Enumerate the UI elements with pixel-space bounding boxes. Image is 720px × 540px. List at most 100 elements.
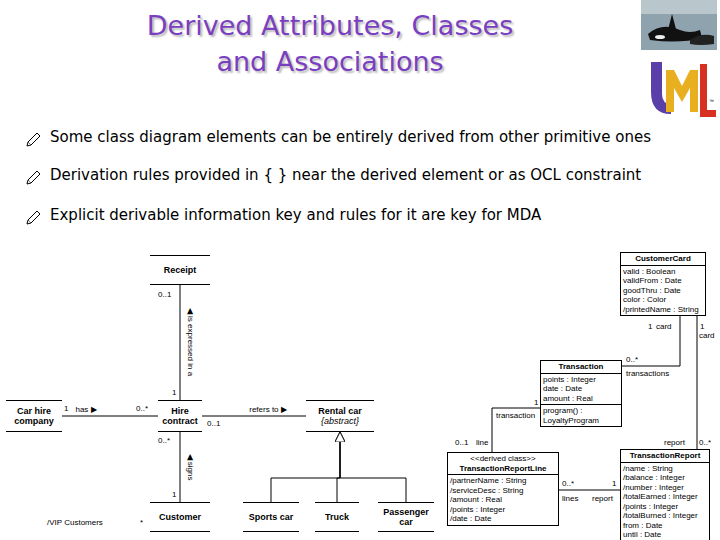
class-member: goodThru : Date	[623, 286, 703, 296]
multiplicity: 0..*	[562, 479, 574, 488]
class-member: program() : LoyaltyProgram	[543, 406, 619, 425]
class-member: {abstract}	[318, 416, 362, 426]
class-member: color : Color	[623, 295, 703, 305]
class-member: date : Date	[543, 384, 619, 394]
class-member: /partnerName : String	[450, 476, 556, 486]
multiplicity: 1	[648, 322, 652, 331]
bullet-icons	[27, 133, 40, 224]
role-name: card	[656, 322, 672, 331]
derived-class-box: <<derived class>>TransactionReportLine/p…	[447, 452, 559, 526]
generalization-line	[271, 432, 340, 502]
class-member: TransactionReportLine	[450, 464, 556, 474]
class-name: Car hire company	[6, 406, 62, 426]
bullet-text: Derivation rules provided in { } near th…	[50, 165, 690, 185]
association-line	[697, 316, 698, 449]
uml-logo	[651, 62, 716, 117]
class-compartment: Transaction	[541, 361, 621, 374]
class-name: Rental car	[318, 406, 362, 416]
class-member: /number : Integer	[623, 483, 707, 493]
class-name: Receipt	[164, 265, 197, 275]
class-member: /balance : Integer	[623, 473, 707, 483]
class-name: Hire contract	[158, 406, 202, 426]
class-box: CustomerCard valid : BooleanvalidFrom : D…	[620, 252, 706, 316]
class-box: Car hire company	[6, 400, 62, 432]
role-name: line	[476, 438, 488, 447]
class-member: amount : Real	[543, 394, 619, 404]
class-member: until : Date	[623, 530, 707, 540]
bullet-text: Explicit derivable information key and r…	[50, 205, 690, 225]
role-name: report	[664, 438, 685, 447]
multiplicity: 0..1	[158, 290, 171, 299]
class-compartment: points : Integerdate : Dateamount : Real	[541, 374, 621, 406]
association-line	[180, 432, 181, 502]
class-compartment: /partnerName : String/serviceDesc : Stri…	[448, 475, 558, 525]
class-member: points : Integer	[543, 375, 619, 385]
class-member: /amount : Real	[450, 495, 556, 505]
multiplicity: 0..1	[455, 438, 468, 447]
class-box: Truck	[315, 502, 359, 532]
class-member: validFrom : Date	[623, 276, 703, 286]
role-name: transaction	[496, 411, 535, 420]
class-member: /date : Date	[450, 514, 556, 524]
role-name: report	[592, 494, 613, 503]
class-box: Transaction points : Integerdate : Dateam…	[540, 360, 622, 427]
class-member: from : Date	[623, 521, 707, 531]
multiplicity: 0..*	[699, 438, 711, 447]
class-name: Transaction	[543, 362, 619, 372]
class-compartment: CustomerCard	[621, 253, 705, 266]
role-name: card	[699, 331, 715, 340]
class-box: Passenger car	[378, 502, 434, 532]
association-line	[202, 416, 306, 417]
class-compartment: Customer	[159, 512, 201, 522]
association-line	[559, 490, 620, 491]
association-name: ◀ is expressed in a	[186, 308, 195, 376]
derived-association-name: /VIP Customers	[47, 518, 103, 527]
orca-photo	[641, 0, 717, 50]
class-member: /points : Integer	[623, 502, 707, 512]
class-box: Sports car	[243, 502, 299, 532]
association-name: has ▶	[75, 405, 96, 414]
class-name: <<derived class>>	[450, 454, 556, 464]
class-member: /name : String	[623, 464, 707, 474]
class-compartment: TransactionReport	[621, 450, 709, 463]
class-compartment: Truck	[325, 512, 349, 522]
association-name: ◀ signs	[186, 454, 195, 481]
class-name: Truck	[325, 512, 349, 522]
association-line	[492, 408, 540, 452]
multiplicity: 0..1	[207, 419, 220, 428]
class-compartment: Hire contract	[158, 406, 202, 426]
class-box: TransactionReport/name : String/balance …	[620, 449, 710, 540]
class-member: /totalEarned : Integer	[623, 492, 707, 502]
class-box: Receipt	[150, 255, 210, 285]
role-name: lines	[562, 494, 578, 503]
association-name: refers to ▶	[249, 405, 287, 414]
multiplicity: 1	[172, 388, 176, 397]
generalization-line	[340, 432, 406, 502]
class-member: /points : Integer	[450, 505, 556, 515]
class-compartment: valid : BooleanvalidFrom : DategoodThru …	[621, 266, 705, 316]
class-compartment: Receipt	[164, 265, 197, 275]
class-compartment: Rental car{abstract}	[318, 406, 362, 426]
multiplicity: 0..*	[136, 404, 148, 413]
class-compartment: Car hire company	[6, 406, 62, 426]
class-box: Customer	[150, 502, 210, 532]
multiplicity: 1	[172, 490, 176, 499]
multiplicity: 1	[700, 322, 704, 331]
association-line	[62, 416, 158, 417]
class-compartment: Passenger car	[378, 507, 434, 527]
multiplicity: 0..*	[158, 436, 170, 445]
association-line	[180, 285, 181, 400]
bullet-text: Some class diagram elements can be entir…	[50, 127, 690, 147]
class-compartment: <<derived class>>TransactionReportLine	[448, 453, 558, 475]
class-name: CustomerCard	[623, 254, 703, 264]
multiplicity: 1	[534, 398, 538, 407]
class-member: valid : Boolean	[623, 267, 703, 277]
multiplicity: *	[140, 518, 143, 527]
class-compartment: Sports car	[249, 512, 294, 522]
class-name: TransactionReport	[623, 451, 707, 461]
class-name: Customer	[159, 512, 201, 522]
association-line	[622, 316, 680, 366]
class-compartment: /name : String/balance : Integer/number …	[621, 463, 709, 540]
abstract-class-box: Rental car{abstract}	[306, 400, 374, 432]
